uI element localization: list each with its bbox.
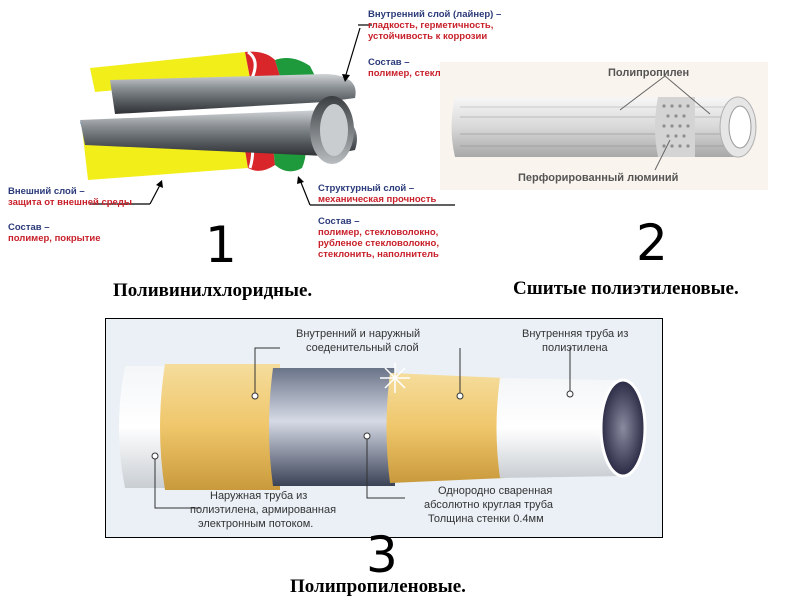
structural-layer-line: механическая прочность [318,194,437,205]
green-ring-top [275,58,315,76]
figure3-number: 3 [366,526,398,584]
figure2-pipe-illustration [451,75,757,171]
structural-composition-title: Состав – [318,216,360,227]
pp-pipe-opening [599,378,647,478]
outer-composition-title: Состав – [8,222,50,233]
outer-composition-line: полимер, покрытие [8,233,101,244]
gray-liner-top [110,74,356,114]
figure3-label-weld-1: Однородно сваренная [438,485,553,497]
inner-layer-title: Внутренний слой (лайнер) – [368,9,502,20]
gold-connecting-layer-right [386,373,505,483]
figure3-label-inner-2: полиэтилена [542,342,608,354]
figure3-label-weld-3: Толщина стенки 0.4мм [428,513,544,525]
figure3-label-outer-2: полиэтилена, армированная [190,504,337,516]
structural-composition-line-1: полимер, стекловолокно, [318,227,439,238]
inner-composition-line: полимер, стекло [368,68,447,79]
figure1-number: 1 [205,216,237,274]
figure1-caption: Поливинилхлоридные. [113,280,313,301]
structural-layer-title: Структурный слой – [318,183,415,194]
inner-polyethylene-tube [496,378,625,478]
figure3-label-connect-2: соеденительный слой [306,342,419,354]
figure2-number: 2 [636,214,668,272]
figure3-label-weld-2: абсолютно круглая труба [424,499,553,511]
figure2-label-polypropylene: Полипропилен [608,67,690,79]
figure3-label-outer-3: электронным потоком. [198,518,314,530]
structural-composition-line-3: стеклонить, наполнитель [318,249,439,260]
figure1-pipe-illustration [80,50,357,180]
inner-layer-line-2: устойчивость к коррозии [368,31,488,42]
figure3-label-inner-1: Внутренняя труба из [522,328,629,340]
outer-layer-line: защита от внешней среды [8,197,132,208]
figure2-caption: Сшитые полиэтиленовые. [513,278,739,299]
figure2-label-aluminium: Перфорированный люминий [518,172,679,184]
gray-liner-bottom [80,110,357,156]
inner-layer-line-1: гладкость, герметичность, [368,20,494,31]
gold-connecting-layer-left [160,364,280,490]
figure3-label-outer-1: Наружная труба из [210,490,308,502]
perforated-aluminium-band [655,97,695,157]
aluminium-welded-layer [269,368,395,486]
structural-composition-line-2: рубленое стекловолокно, [318,238,439,249]
figure3-caption: Полипропиленовые. [290,576,466,597]
figure3-pipe-illustration [119,347,647,509]
outer-layer-title: Внешний слой – [8,186,85,197]
inner-composition-title: Состав – [368,57,410,68]
figure3-label-connect-1: Внутренний и наружный [296,328,421,340]
